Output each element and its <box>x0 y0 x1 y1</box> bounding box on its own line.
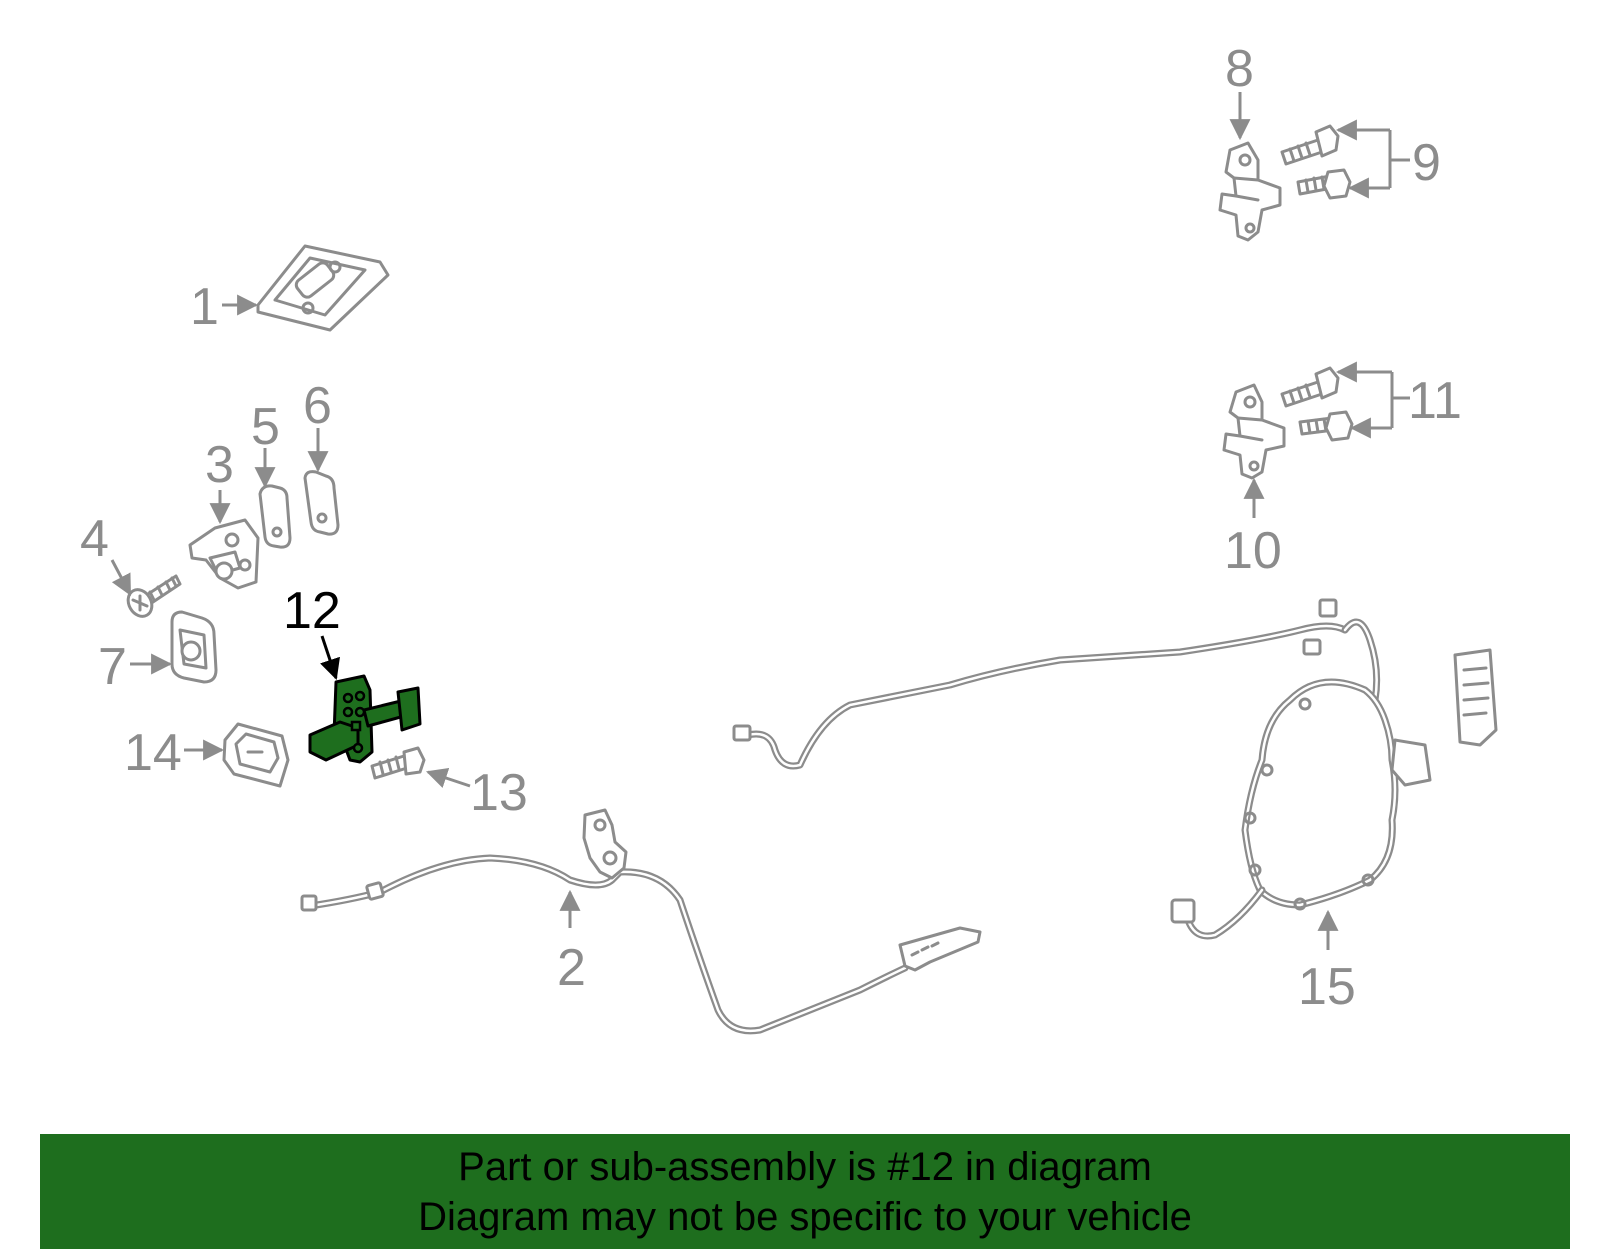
part-3-striker[interactable] <box>188 518 260 590</box>
part-4-screw[interactable] <box>123 574 182 621</box>
banner-line-disclaimer: Diagram may not be specific to your vehi… <box>418 1195 1192 1239</box>
callout-labels: 1 2 3 4 5 6 7 8 9 10 11 12 13 14 15 <box>80 40 1462 1016</box>
callout-1[interactable]: 1 <box>190 278 219 336</box>
callout-2[interactable]: 2 <box>557 939 586 997</box>
part-11-bolts[interactable] <box>1280 366 1354 442</box>
callout-8[interactable]: 8 <box>1225 40 1254 98</box>
callout-3[interactable]: 3 <box>205 436 234 494</box>
part-1-bracket[interactable] <box>256 244 390 332</box>
callout-5[interactable]: 5 <box>251 398 280 456</box>
callout-10[interactable]: 10 <box>1224 522 1282 580</box>
callout-6[interactable]: 6 <box>303 377 332 435</box>
part-14-bumper[interactable] <box>222 722 290 788</box>
callout-7[interactable]: 7 <box>98 638 127 696</box>
banner-line-part-number: Part or sub-assembly is #12 in diagram <box>458 1145 1152 1189</box>
part-5-pad[interactable] <box>258 484 292 549</box>
callout-15[interactable]: 15 <box>1298 958 1356 1016</box>
part-9-bolts[interactable] <box>1280 124 1352 200</box>
callout-11[interactable]: 11 <box>1408 372 1462 430</box>
part-7-seal[interactable] <box>170 610 218 684</box>
part-13-bolt[interactable] <box>370 746 426 780</box>
part-15-harness[interactable] <box>1170 648 1498 940</box>
part-12-check-link[interactable] <box>308 674 422 764</box>
part-10-hinge[interactable] <box>1222 383 1286 480</box>
leader-lines <box>110 92 1410 950</box>
part-8-hinge[interactable] <box>1218 141 1282 242</box>
callout-14[interactable]: 14 <box>124 724 182 782</box>
callout-12[interactable]: 12 <box>283 582 341 640</box>
wire-harness-upper <box>732 598 1381 770</box>
callout-9[interactable]: 9 <box>1412 134 1441 192</box>
callout-13[interactable]: 13 <box>470 764 528 822</box>
info-banner: Part or sub-assembly is #12 in diagram D… <box>40 1134 1570 1249</box>
part-2-cable[interactable] <box>300 808 982 1035</box>
callout-4[interactable]: 4 <box>80 510 109 568</box>
part-6-pad[interactable] <box>303 470 340 536</box>
